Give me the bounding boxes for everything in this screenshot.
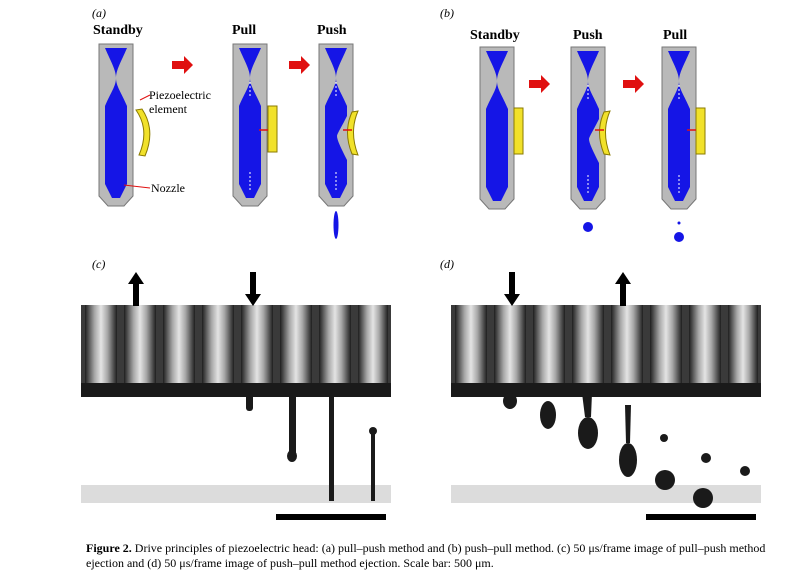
schematic-diagram	[98, 43, 706, 242]
head-b-pull	[661, 46, 697, 210]
arrow-down-icon	[245, 272, 261, 306]
satellite-droplet-b-pull	[677, 221, 681, 225]
stage-b-standby: Standby	[470, 28, 520, 43]
photo-panel-d	[451, 305, 761, 508]
figure-caption: Figure 2. Drive principles of piezoelect…	[86, 541, 796, 571]
arrow-down-icon	[504, 272, 520, 306]
stage-b-push: Push	[573, 28, 603, 43]
arrow-b-1	[529, 75, 550, 93]
arrow-a-2	[289, 56, 310, 74]
droplet-b-push	[583, 222, 593, 232]
droplet-b-pull	[674, 232, 684, 242]
head-a-push	[318, 43, 354, 207]
stage-a-standby: Standby	[93, 23, 143, 38]
piezo-element-b-push	[599, 110, 611, 156]
nozzle-label: Nozzle	[151, 181, 185, 195]
head-a-pull	[232, 43, 268, 207]
stage-a-push: Push	[317, 23, 347, 38]
head-b-push	[570, 46, 606, 210]
photo-panel-c	[81, 305, 391, 503]
stage-b-pull: Pull	[663, 28, 688, 43]
arrow-a-1	[172, 56, 193, 74]
caption-prefix: Figure 2.	[86, 541, 132, 555]
panel-d-letter: (d)	[440, 257, 454, 271]
arrow-up-icon	[128, 272, 144, 306]
stage-a-pull: Pull	[232, 23, 257, 38]
piezo-label: Piezoelectric element	[149, 88, 211, 116]
droplet-a-push	[333, 211, 339, 239]
head-b-standby	[479, 46, 515, 210]
arrow-up-icon	[615, 272, 631, 306]
caption-text: Drive principles of piezoelectric head: …	[86, 541, 766, 570]
piezo-element-b-pull	[695, 107, 706, 155]
panel-b-letter: (b)	[440, 6, 454, 20]
piezo-element-a-push	[347, 110, 359, 156]
direction-arrows	[128, 272, 631, 306]
piezo-element-a-standby	[135, 108, 151, 157]
head-a-standby	[98, 43, 134, 207]
piezo-element-b-standby	[513, 107, 524, 155]
panel-a-letter: (a)	[92, 6, 106, 20]
panel-c-letter: (c)	[92, 257, 106, 271]
scale-bar-d	[646, 514, 756, 520]
scale-bar-c	[276, 514, 386, 520]
arrow-b-2	[623, 75, 644, 93]
piezo-element-a-pull	[267, 105, 278, 153]
